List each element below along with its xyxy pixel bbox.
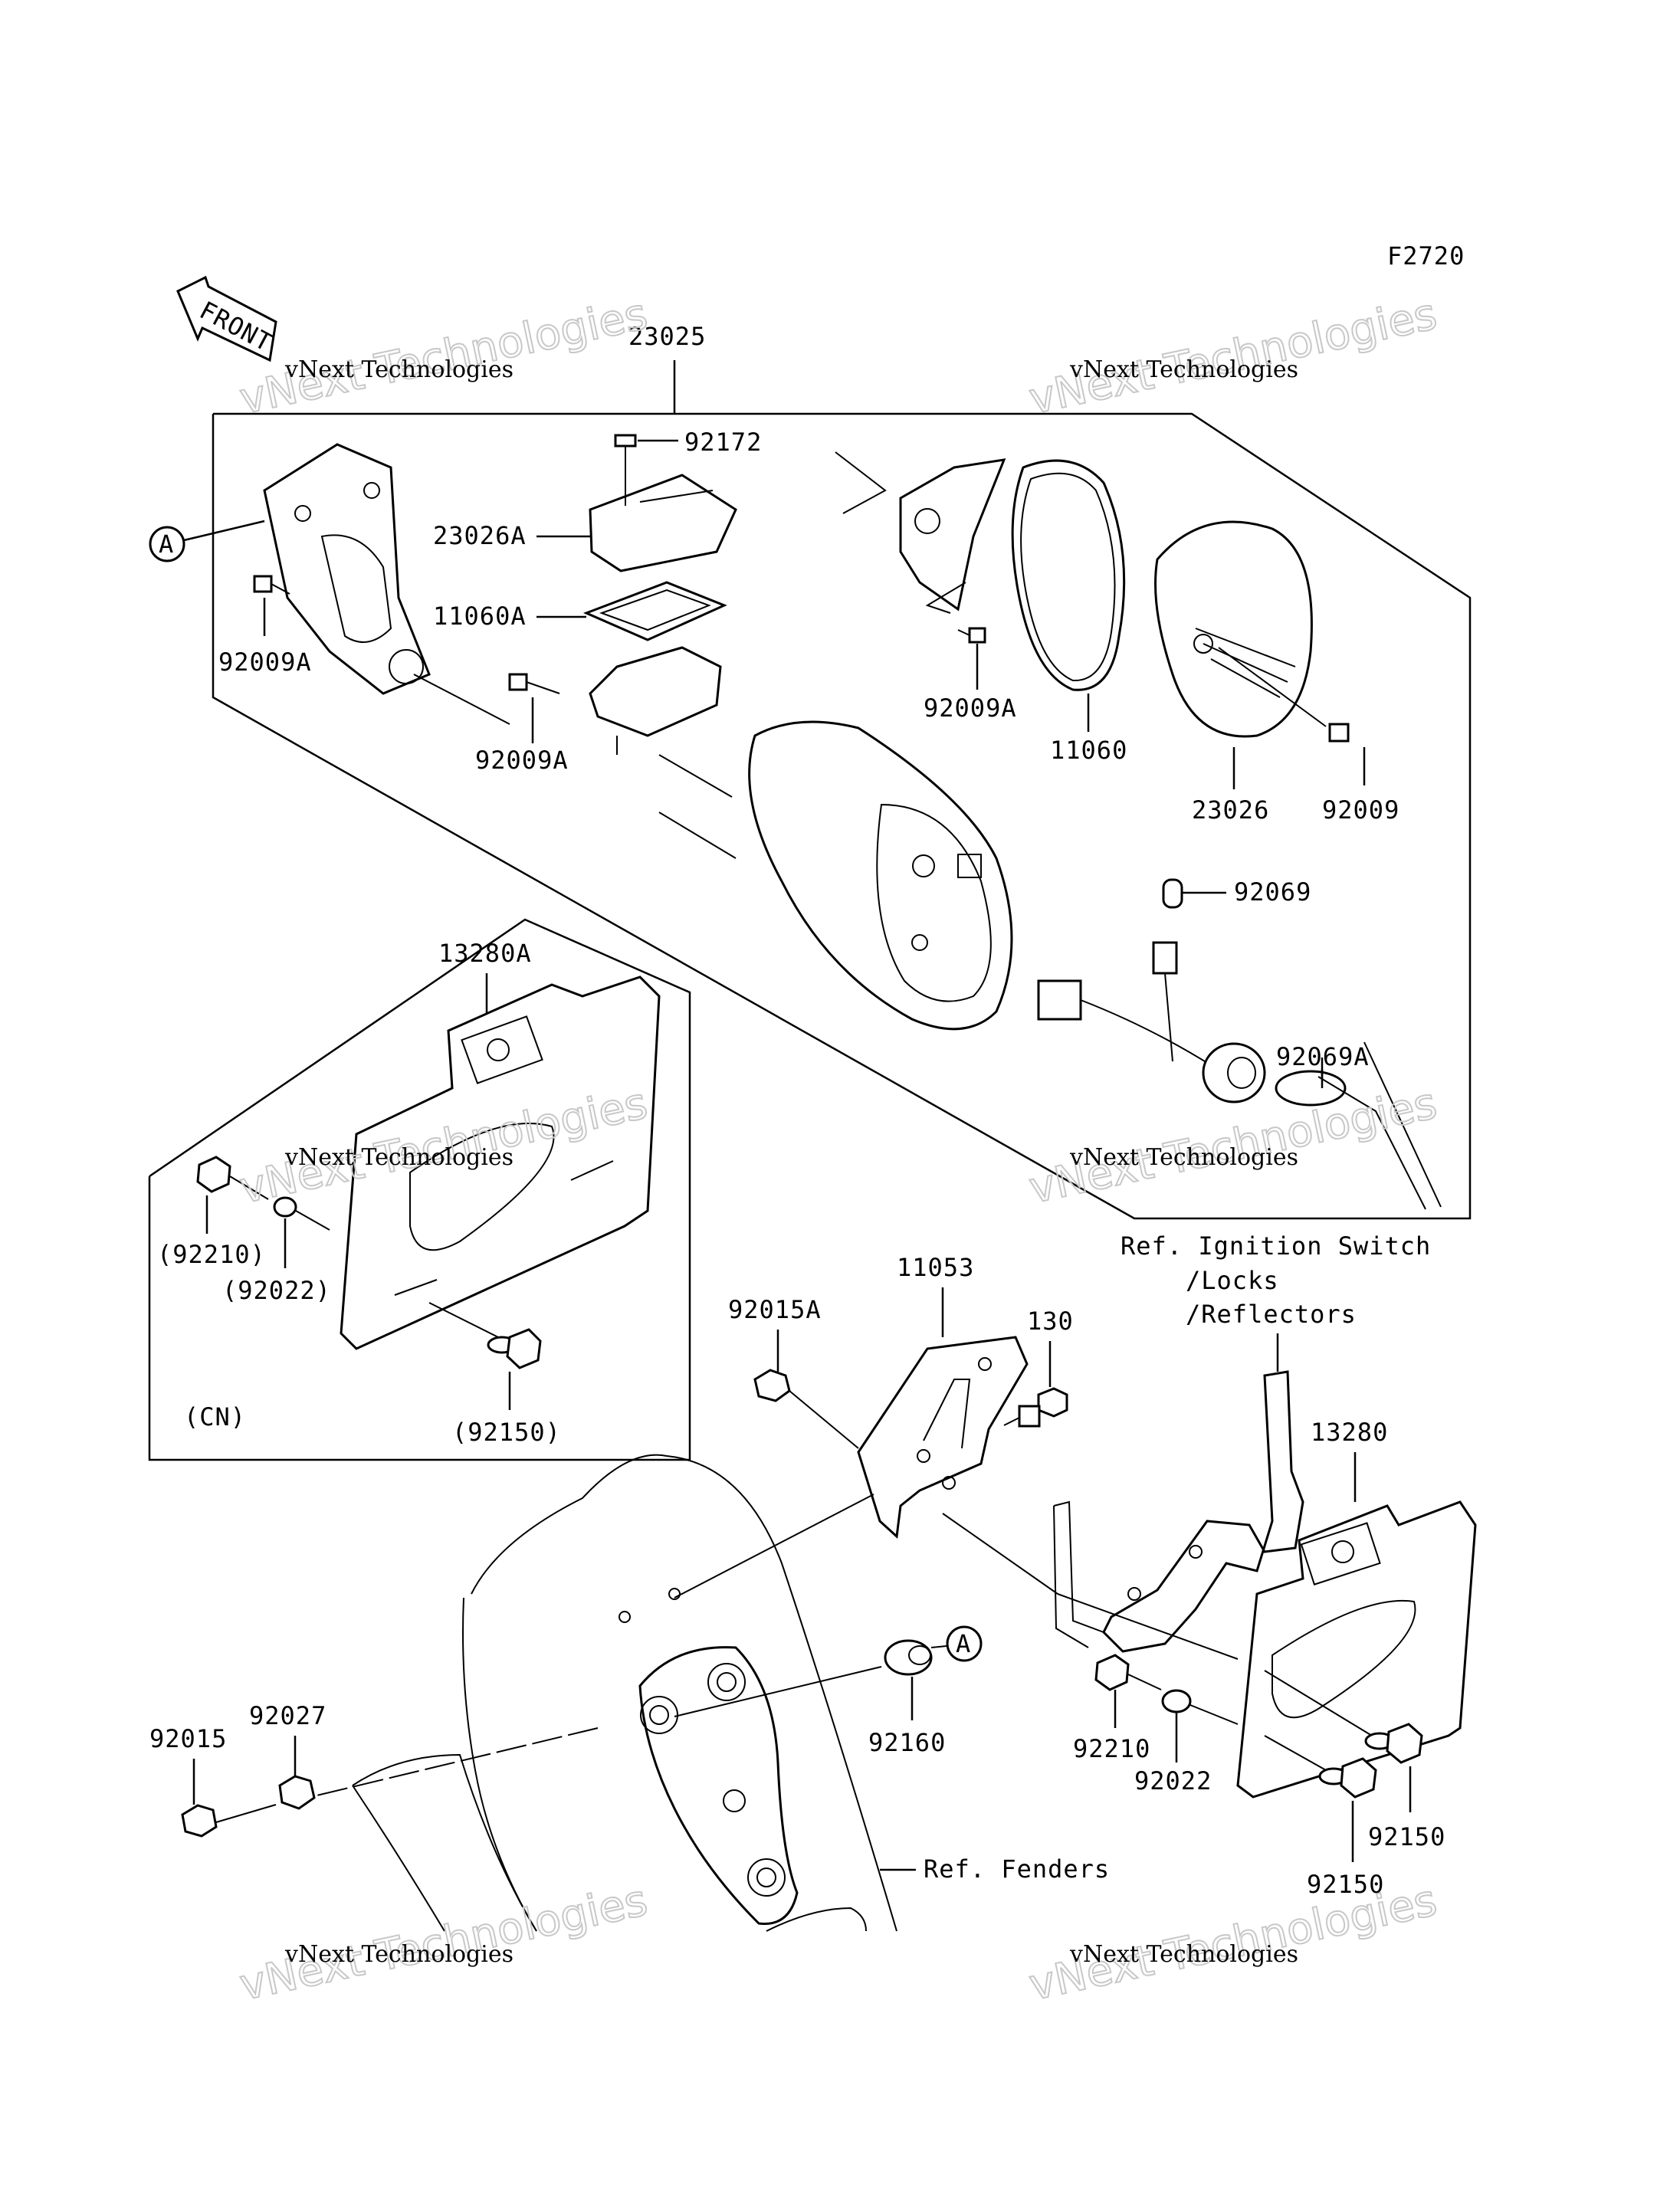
label-92027: 92027	[249, 1701, 326, 1730]
label-130: 130	[1027, 1307, 1074, 1336]
bolt-92009a-mid	[508, 673, 560, 743]
svg-text:vNext Technologies: vNext Technologies	[284, 356, 514, 383]
svg-text:vNext Technologies: vNext Technologies	[1069, 1144, 1298, 1171]
front-arrow-icon: FRONT	[176, 275, 277, 362]
watermark-top-right: vNext Technologies vNext Technologies	[1024, 289, 1442, 425]
label-92009a-3: 92009A	[924, 694, 1017, 723]
plate-mount-bracket	[1053, 1370, 1304, 1653]
label-11060a: 11060A	[433, 602, 527, 631]
label-92150-2: 92150	[1307, 1870, 1384, 1899]
nut-92015a	[753, 1330, 859, 1449]
label-92069: 92069	[1234, 877, 1311, 907]
label-23026: 23026	[1192, 795, 1269, 825]
ref-ignition-2: /Locks	[1186, 1266, 1279, 1295]
label-92022-cn: (92022)	[222, 1276, 331, 1305]
watermark-bottom-left: vNext Technologies vNext Technologies	[235, 1875, 652, 2012]
screw-92172	[614, 434, 678, 506]
bulb-92069	[1162, 878, 1226, 909]
lamp-base	[589, 646, 722, 755]
watermark-top-left: vNext Technologies vNext Technologies	[235, 289, 652, 425]
screw-92009a-right	[957, 627, 986, 690]
label-92015a: 92015A	[728, 1295, 822, 1324]
watermark-bottom-right: vNext Technologies vNext Technologies	[1024, 1875, 1442, 2012]
connect-fender-nut	[310, 1727, 599, 1798]
rear-fender	[352, 1454, 897, 1932]
connect-line-3	[658, 812, 737, 859]
assembly-outline	[212, 412, 1472, 1220]
label-92150-1: 92150	[1368, 1822, 1445, 1851]
svg-text:vNext Technologies: vNext Technologies	[1069, 356, 1298, 383]
svg-text:A: A	[159, 530, 174, 559]
ref-circle-a-bottom: A	[946, 1625, 983, 1662]
washer-92022-cn	[273, 1196, 330, 1268]
gasket-11060	[1011, 459, 1126, 732]
label-92210-cn: (92210)	[157, 1240, 266, 1269]
screw-92009	[1218, 647, 1366, 785]
connect-fender-grommet	[674, 1666, 882, 1717]
figure-code: F2720	[1387, 241, 1465, 271]
label-92015: 92015	[149, 1724, 227, 1753]
connect-line-2	[658, 754, 733, 798]
ref-ignition-1: Ref. Ignition Switch	[1121, 1231, 1431, 1261]
label-92160: 92160	[868, 1728, 946, 1757]
bolt-92009a-left	[253, 575, 290, 636]
label-11053: 11053	[897, 1253, 974, 1282]
label-92150-cn: (92150)	[452, 1418, 561, 1447]
svg-text:vNext Technologies: vNext Technologies	[1069, 1941, 1298, 1968]
label-92172: 92172	[684, 428, 762, 457]
label-92022: 92022	[1134, 1766, 1212, 1795]
nut-92027	[278, 1775, 316, 1810]
label-cn: (CN)	[184, 1402, 246, 1431]
svg-text:vNext Technologies: vNext Technologies	[284, 1941, 514, 1968]
label-92069a: 92069A	[1276, 1042, 1370, 1071]
bolt-92150-lower	[1264, 1735, 1377, 1862]
label-92009: 92009	[1322, 795, 1399, 825]
bolt-92150-cn	[428, 1302, 542, 1410]
tail-bracket	[263, 443, 431, 695]
label-23026a: 23026A	[433, 521, 527, 550]
connect-plate-1	[1057, 1593, 1239, 1660]
nut-92210-cn	[196, 1156, 269, 1234]
bracket-11053	[857, 1336, 1029, 1540]
label-92009a-2: 92009A	[475, 746, 569, 775]
label-23025: 23025	[628, 322, 706, 351]
grommet-92160	[884, 1639, 947, 1720]
bulb-92069a	[1275, 1041, 1442, 1210]
ref-ignition-3: /Reflectors	[1186, 1300, 1357, 1329]
cn-inset-box	[148, 918, 691, 1461]
reflector-plate	[899, 458, 1006, 612]
connect-bracket-mount	[942, 1513, 1058, 1595]
socket-harness	[1037, 941, 1266, 1103]
bolt-92150-upper	[1264, 1670, 1423, 1812]
label-92210: 92210	[1073, 1734, 1150, 1763]
nut-92015	[181, 1804, 277, 1838]
label-13280a: 13280A	[438, 939, 532, 968]
pointer-reflector	[835, 451, 887, 514]
svg-text:A: A	[956, 1629, 971, 1658]
connect-line-1	[413, 674, 510, 725]
bolt-130	[1003, 1341, 1068, 1428]
label-13280: 13280	[1311, 1418, 1388, 1447]
tail-lens-23026	[1154, 520, 1313, 789]
label-11060: 11060	[1050, 736, 1127, 765]
license-plate-13280	[1236, 1500, 1477, 1799]
tail-light-housing	[748, 720, 1013, 1031]
nut-92210	[1094, 1654, 1162, 1728]
ref-circle-a-top: A	[149, 520, 265, 562]
ref-fenders: Ref. Fenders	[924, 1854, 1110, 1884]
gasket-11060a	[583, 581, 727, 641]
license-plate-cn	[340, 976, 661, 1350]
pointer-screw	[925, 582, 966, 614]
svg-text:vNext Technologies: vNext Technologies	[284, 1144, 514, 1171]
label-92009a-1: 92009A	[218, 648, 312, 677]
license-lamp-cover	[589, 474, 737, 572]
washer-92022	[1161, 1689, 1239, 1763]
